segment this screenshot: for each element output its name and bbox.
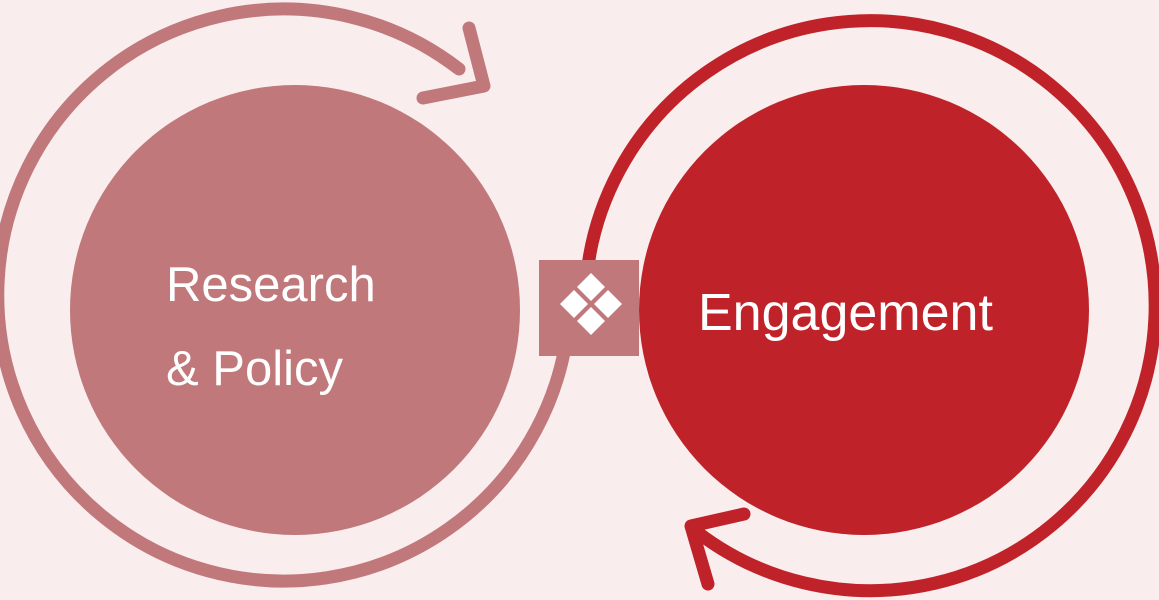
connector-square	[539, 260, 639, 356]
left-cycle-ring	[0, 2, 576, 588]
research-policy-label-line-2: & Policy	[166, 342, 344, 396]
left-cycle-arrow	[0, 2, 576, 588]
engagement-circle	[639, 85, 1089, 535]
right-cycle-arrow	[579, 14, 1159, 598]
research-policy-node: Research & Policy	[70, 85, 520, 535]
four-diamond-icon	[560, 273, 622, 335]
engagement-node: Engagement	[639, 85, 1089, 535]
research-policy-label-line-1: Research	[166, 258, 376, 312]
connector-badge	[539, 260, 639, 356]
right-cycle-ring	[579, 14, 1159, 598]
left-cycle-arrowhead	[416, 21, 491, 105]
research-policy-circle	[70, 85, 520, 535]
engagement-label: Engagement	[698, 284, 993, 342]
right-cycle-arrowhead	[684, 507, 751, 591]
